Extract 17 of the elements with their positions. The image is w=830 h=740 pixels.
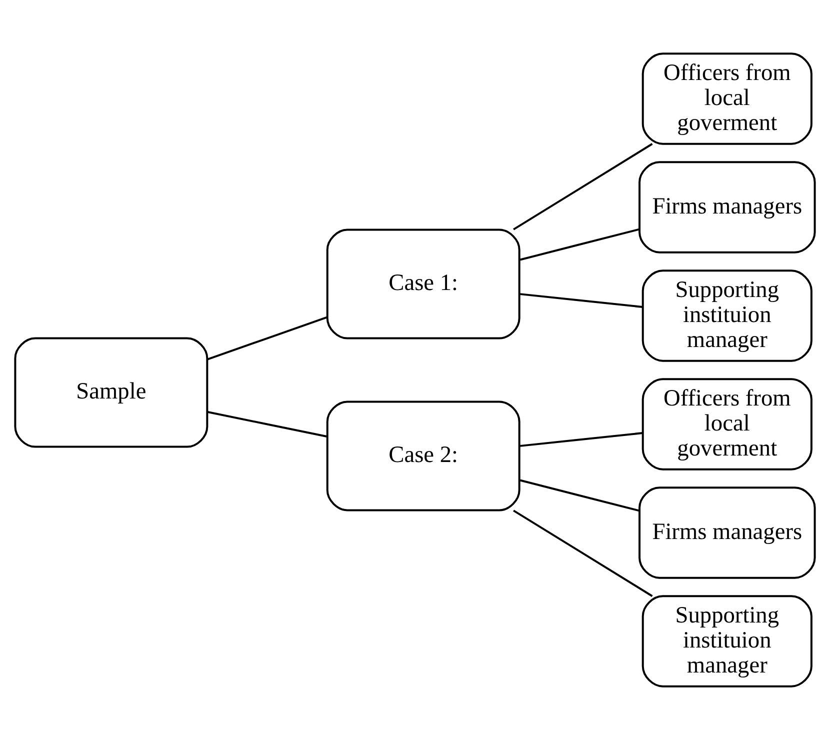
node-box: Supporting instituion manager xyxy=(642,595,812,688)
connector xyxy=(520,432,643,447)
connector xyxy=(513,510,653,597)
connector xyxy=(207,410,328,438)
node-box: Officers from local goverment xyxy=(642,52,812,145)
node-box: Firms managers xyxy=(638,161,816,254)
connector xyxy=(513,143,653,230)
connector xyxy=(520,293,643,308)
node-box: Case 2: xyxy=(326,400,520,512)
node-box: Officers from local goverment xyxy=(642,378,812,470)
node-box: Case 1: xyxy=(326,228,520,340)
node-box: Firms managers xyxy=(638,486,816,579)
connector xyxy=(520,228,640,261)
connector xyxy=(520,479,640,512)
connector xyxy=(206,316,328,360)
node-box: Supporting instituion manager xyxy=(642,270,812,362)
node-box: Sample xyxy=(14,337,208,448)
